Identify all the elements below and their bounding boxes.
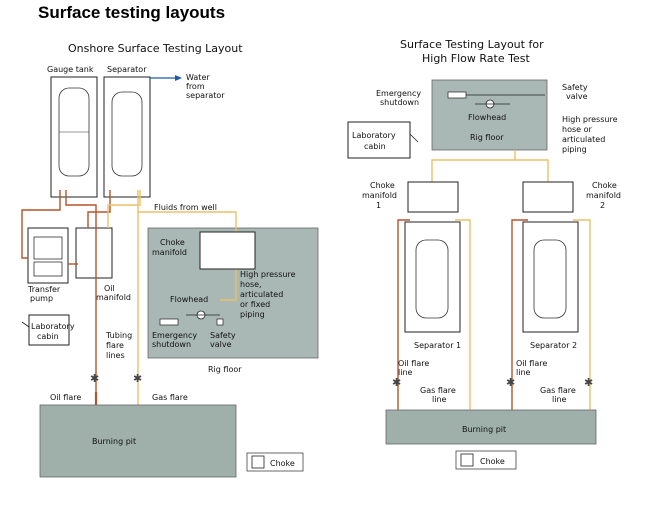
fluids-from-well-label: Fluids from well xyxy=(154,203,217,212)
right-emergency-shutdown-icon xyxy=(447,91,467,99)
right-emergency-label-2: shutdown xyxy=(380,98,419,107)
choke2-label-2: manifold xyxy=(586,191,621,200)
left-safety-label-2: valve xyxy=(210,340,232,349)
right-oil-flare-l-label-2: line xyxy=(398,368,413,377)
right-flare-head-icon-2: ✱ xyxy=(506,377,515,389)
right-safety-label-2: valve xyxy=(566,92,588,101)
choke1-label-2: manifold xyxy=(362,191,397,200)
left-gas-lines xyxy=(107,190,237,405)
left-hp-label-4: or fixed xyxy=(240,300,270,309)
left-rig-floor-panel xyxy=(147,227,319,359)
right-gas-flare-r-label-1: Gas flare xyxy=(540,386,576,395)
left-choke-label-2: manifold xyxy=(152,248,187,257)
left-oil-lines xyxy=(21,190,111,405)
right-flow-lines xyxy=(431,150,549,182)
left-emergency-label-2: shutdown xyxy=(152,340,191,349)
right-title-2: High Flow Rate Test xyxy=(422,52,530,65)
right-choke-legend-icon xyxy=(460,453,474,467)
right-flare-head-icon-1: ✱ xyxy=(392,377,401,389)
right-gas-flare-l-label-2: line xyxy=(432,395,447,404)
transfer-pump-label-2: pump xyxy=(30,294,53,303)
oil-manifold-label-1: Oil xyxy=(104,284,115,293)
right-burning-pit xyxy=(385,409,597,445)
choke-manifold-2 xyxy=(522,181,574,213)
right-hp-label-2: hose or xyxy=(562,125,592,134)
left-separator-vessel xyxy=(111,91,143,177)
page-title: Surface testing layouts xyxy=(38,3,226,22)
right-hp-label-3: articulated xyxy=(562,135,605,144)
transfer-pump-label-1: Transfer xyxy=(27,285,61,294)
tubing-label-3: lines xyxy=(106,351,125,360)
oil-manifold-label-2: manifold xyxy=(96,293,131,302)
left-rig-floor-label: Rig floor xyxy=(208,365,242,374)
water-label-1: Water xyxy=(186,73,210,82)
left-burning-pit-label: Burning pit xyxy=(92,437,136,446)
right-safety-label-1: Safety xyxy=(562,83,588,92)
tubing-label-2: flare xyxy=(106,341,124,350)
right-oil-lines xyxy=(397,219,528,410)
left-hp-label-1: High pressure xyxy=(240,270,296,279)
right-lab-label-1: Laboratory xyxy=(352,131,396,140)
water-arrow-icon xyxy=(175,75,182,81)
left-choke-manifold xyxy=(199,231,256,270)
left-lab-label-1: Laboratory xyxy=(31,322,75,331)
left-burning-pit xyxy=(39,404,237,478)
right-rig-floor-label: Rig floor xyxy=(470,133,504,142)
right-gas-flare-l-label-1: Gas flare xyxy=(420,386,456,395)
left-hp-label-5: piping xyxy=(240,310,265,319)
right-oil-flare-r-label-2: line xyxy=(516,368,531,377)
right-hp-label-1: High pressure xyxy=(562,115,618,124)
right-hp-label-4: piping xyxy=(562,145,587,154)
left-hp-label-3: articulated xyxy=(240,290,283,299)
oil-manifold xyxy=(75,227,113,279)
separator-2-label: Separator 2 xyxy=(530,341,577,350)
choke-manifold-1 xyxy=(407,181,459,213)
left-choke-legend-label: Choke xyxy=(270,459,295,468)
left-choke-label-1: Choke xyxy=(160,238,185,247)
left-gas-flare-head-icon: ✱ xyxy=(133,373,142,385)
choke2-label-1: Choke xyxy=(592,181,617,190)
right-emergency-label-1: Emergency xyxy=(376,89,421,98)
left-lab-label-2: cabin xyxy=(37,332,59,341)
water-label-2: from xyxy=(186,82,205,91)
left-title: Onshore Surface Testing Layout xyxy=(68,42,243,55)
left-laboratory-cabin xyxy=(28,314,70,346)
left-gas-flare-label: Gas flare xyxy=(152,393,188,402)
left-hp-label-2: hose, xyxy=(240,280,262,289)
tubing-label-1: Tubing xyxy=(105,331,132,340)
left-oil-flare-head-icon: ✱ xyxy=(90,373,99,385)
right-oil-flare-l-label-1: Oil flare xyxy=(398,359,429,368)
left-choke-legend-icon xyxy=(251,455,265,469)
gauge-tank-label: Gauge tank xyxy=(47,65,94,74)
left-flowhead-label: Flowhead xyxy=(170,295,208,304)
left-separator-label: Separator xyxy=(107,65,147,74)
left-safety-label-1: Safety xyxy=(210,331,236,340)
right-gas-lines xyxy=(455,219,591,410)
right-lab-label-2: cabin xyxy=(364,142,386,151)
right-flowhead-label: Flowhead xyxy=(468,113,506,122)
left-oil-flare-label: Oil flare xyxy=(50,393,81,402)
right-gas-flare-r-label-2: line xyxy=(552,395,567,404)
right-title-1: Surface Testing Layout for xyxy=(400,38,544,51)
right-burning-pit-label: Burning pit xyxy=(462,425,506,434)
choke1-label-3: 1 xyxy=(376,201,381,210)
separator-1-label: Separator 1 xyxy=(414,341,461,350)
left-emergency-shutdown-icon xyxy=(159,318,179,326)
right-choke-legend-label: Choke xyxy=(480,457,505,466)
choke1-label-1: Choke xyxy=(370,181,395,190)
right-laboratory-cabin xyxy=(347,121,411,159)
right-oil-flare-r-label-1: Oil flare xyxy=(516,359,547,368)
right-flare-head-icon-3: ✱ xyxy=(584,377,593,389)
left-safety-valve-icon xyxy=(216,318,224,326)
choke2-label-3: 2 xyxy=(600,201,605,210)
water-label-3: separator xyxy=(186,91,225,100)
left-emergency-label-1: Emergency xyxy=(152,331,197,340)
